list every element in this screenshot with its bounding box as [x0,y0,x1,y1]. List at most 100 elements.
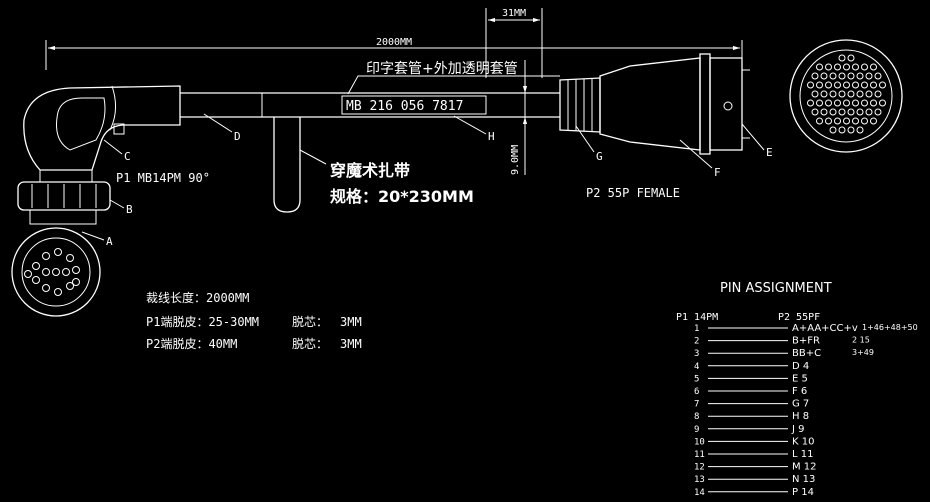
p2-pin [865,72,873,80]
p2-pin [838,126,846,134]
p2-pin [807,81,814,89]
p2-pin [834,99,841,107]
sleeve-text: MB 216 056 7817 [346,99,463,114]
pin-row-value: H 8 [792,411,809,422]
p2-pin [820,90,828,98]
p2-pin [865,108,873,116]
p2-pin [816,99,823,107]
sleeve-leader [347,75,560,95]
p2-pin [861,81,868,89]
p2-pin [838,72,846,80]
p2-pin [874,72,882,80]
p2-pin [825,81,832,89]
p2-pin [870,99,877,107]
pin-row-extra: 3+49 [852,348,874,357]
cable-body: MB 216 056 7817 [180,92,560,118]
p2-pin [856,90,864,98]
callout-f: F [714,166,721,179]
callout-c: C [124,150,131,163]
p2-pin [879,81,886,89]
p2-pin [811,72,819,80]
p2-pin [825,63,832,71]
sleeve-note: 印字套管+外加透明套管 [366,61,518,77]
p2-pin [843,63,850,71]
pin-row-value: J 9 [791,424,805,435]
p2-pin [825,117,832,125]
callout-g: G [596,150,603,163]
p2-pin [870,81,877,89]
pin-row-value: D 4 [792,361,809,372]
p2-pin [870,63,877,71]
p2-pin [852,63,859,71]
spec-p1-core-label: 脱芯： [292,314,328,329]
pin-row-extra: 1+46+48+50 [862,323,918,332]
pin-row-value: M 12 [792,462,817,473]
p2-pin [834,81,841,89]
p2-pin [816,117,823,125]
p1-label: P1 MB14PM 90° [116,171,210,185]
p2-pin [807,99,814,107]
printed-sleeve [341,95,487,115]
pin-row-value: P 14 [792,487,814,498]
p2-pin [820,72,828,80]
pin-row-value: BB+C [792,348,821,359]
pin-title: PIN ASSIGNMENT [720,281,832,296]
diameter-label: 9.0MM [510,145,521,175]
pin-row-number: 3 [694,349,699,359]
callout-a: A [106,235,113,248]
p2-pin [847,126,855,134]
tie-leader [299,149,327,165]
pin-row-number: 7 [694,400,699,410]
pin-row-number: 14 [694,488,705,498]
pin-row-number: 1 [694,324,699,334]
spec-p2-core-value: 3MM [340,337,362,351]
p2-pin [847,90,855,98]
p2-pin [838,90,846,98]
pin-row-number: 2 [694,337,699,347]
p2-pin [856,108,864,116]
overall-length-label: 2000MM [376,37,412,48]
pin-row-value: K 10 [792,436,814,447]
pin-row-number: 13 [694,475,705,485]
p2-pin [811,90,819,98]
p2-pin [825,99,832,107]
p2-pin [838,54,846,62]
tie-name: 穿魔术扎带 [330,161,410,180]
p2-pin [847,72,855,80]
pin-row-value: A+AA+CC+v [792,323,858,334]
p2-pin [829,108,837,116]
p2-pin [843,117,850,125]
pin-row-number: 4 [694,362,699,372]
p2-pin [856,126,864,134]
p2-pin [852,99,859,107]
p2-pin [861,99,868,107]
p2-pin [847,108,855,116]
p2-pin [879,99,886,107]
p2-pin [829,126,837,134]
p2-pin [861,117,868,125]
spec-p1-strip: P1端脱皮：25-30MM [146,314,259,329]
pin-row-value: G 7 [792,399,809,410]
p2-label: P2 55P FEMALE [586,186,680,200]
spec-p2-core-label: 脱芯： [292,336,328,351]
p2-pin [843,99,850,107]
spec-cut-length: 裁线长度：2000MM [146,290,249,305]
strip-length-label: 31MM [502,8,526,19]
pin-row-value: B+FR [792,336,820,347]
callout-d: D [234,130,241,143]
p2-pin [834,63,841,71]
p2-pin [816,63,823,71]
callout-lines [81,113,765,241]
callout-h: H [488,130,495,143]
velcro-tie [273,117,301,213]
p1-connector [17,85,181,225]
pin-row-value: L 11 [792,449,813,460]
pin-row-number: 12 [694,463,705,473]
pin-row-number: 11 [694,450,705,460]
pin-row-number: 5 [694,374,699,384]
p2-connector [559,53,750,155]
pin-row-value: N 13 [792,474,815,485]
callout-e: E [766,146,773,159]
